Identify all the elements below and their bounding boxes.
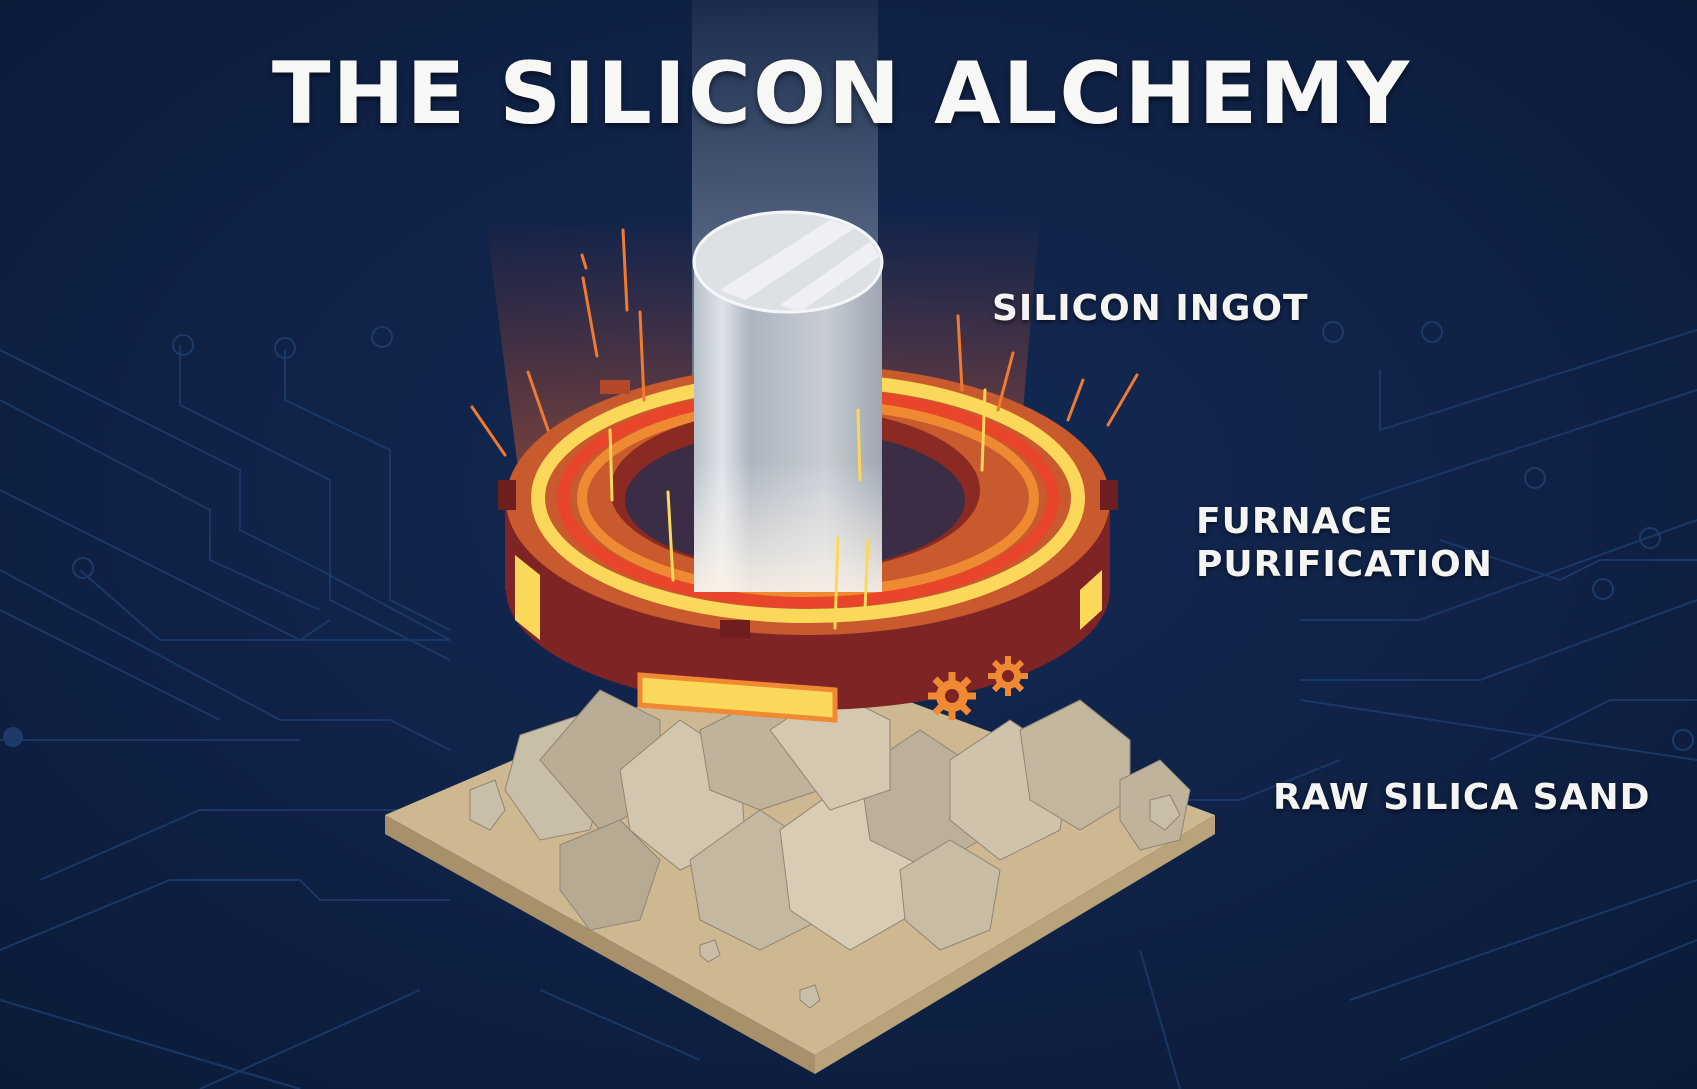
silicon-ingot (692, 210, 884, 592)
label-raw-silica-sand: RAW SILICA SAND (1273, 777, 1651, 818)
label-furnace-line2: PURIFICATION (1196, 544, 1493, 585)
circuit-pattern (0, 329, 1697, 1089)
circuit-dot (3, 727, 23, 747)
embers (608, 388, 987, 630)
label-silicon-ingot: SILICON INGOT (992, 288, 1309, 329)
label-furnace-purification: FURNACE PURIFICATION (1196, 500, 1493, 586)
page-title: THE SILICON ALCHEMY (271, 44, 1412, 144)
gear-icon (928, 672, 976, 720)
gear-icon (988, 656, 1028, 696)
label-furnace-line1: FURNACE (1196, 501, 1394, 542)
sand-tile (385, 650, 1215, 1074)
circuit-nodes (72, 321, 1694, 786)
sparks (470, 228, 1139, 457)
